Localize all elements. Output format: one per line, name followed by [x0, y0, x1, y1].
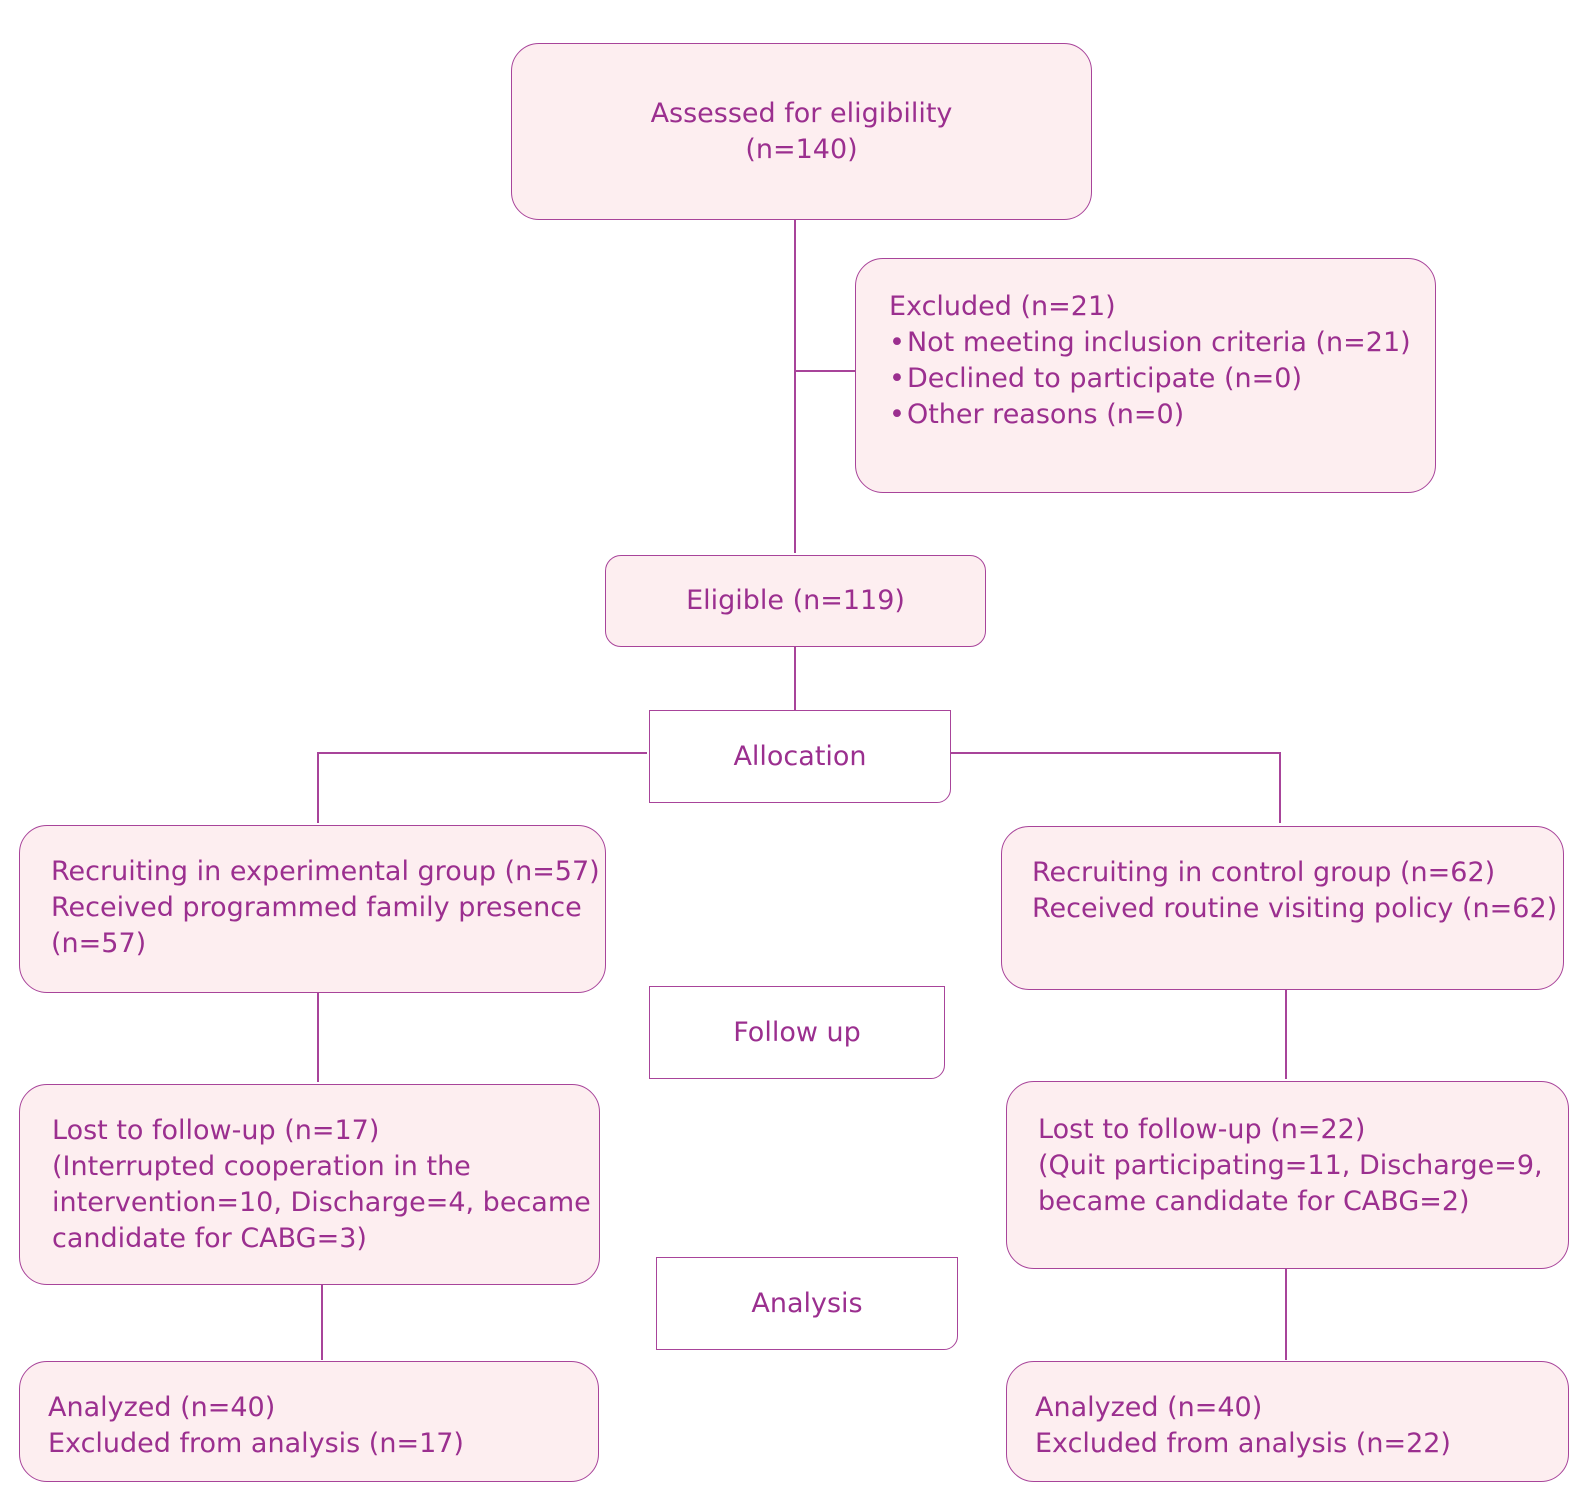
analysis-stage-label: Analysis	[656, 1257, 958, 1350]
excluded-item: Not meeting inclusion criteria (n=21)	[889, 325, 1435, 361]
connector-allocation-experimental	[317, 752, 647, 823]
exp-lost-line: (Interrupted cooperation in the	[52, 1151, 471, 1182]
control-recruiting-box: Recruiting in control group (n=62) Recei…	[1001, 826, 1564, 990]
ctrl-lost-line: became candidate for CABG=2)	[1038, 1186, 1470, 1217]
ctrl-analyzed-line: Excluded from analysis (n=22)	[1035, 1428, 1451, 1459]
eligible-label: Eligible (n=119)	[686, 585, 905, 616]
exp-lost-line: Lost to follow-up (n=17)	[52, 1115, 380, 1146]
eligible-box: Eligible (n=119)	[605, 555, 986, 647]
exp-analyzed-line: Analyzed (n=40)	[48, 1392, 276, 1423]
ctrl-lost-line: (Quit participating=11, Discharge=9,	[1038, 1150, 1543, 1181]
exp-lost-line: intervention=10, Discharge=4, became	[52, 1187, 591, 1218]
allocation-text: Allocation	[733, 741, 867, 772]
excluded-box: Excluded (n=21) Not meeting inclusion cr…	[855, 258, 1436, 493]
ctrl-recruit-line: Received routine visiting policy (n=62)	[1032, 893, 1558, 924]
excluded-item: Declined to participate (n=0)	[889, 361, 1435, 397]
analysis-text: Analysis	[751, 1288, 863, 1319]
exp-recruit-line: Received programmed family presence	[51, 892, 582, 923]
connector-allocation-control	[951, 752, 1281, 823]
assessed-title: Assessed for eligibility	[650, 97, 953, 129]
follow-up-stage-label: Follow up	[649, 986, 945, 1079]
exp-recruit-line: Recruiting in experimental group (n=57)	[51, 856, 600, 887]
follow-up-text: Follow up	[733, 1017, 861, 1048]
assessed-count: (n=140)	[745, 133, 858, 165]
control-analyzed-box: Analyzed (n=40) Excluded from analysis (…	[1006, 1361, 1569, 1482]
experimental-lost-box: Lost to follow-up (n=17) (Interrupted co…	[19, 1084, 600, 1285]
exp-recruit-line: (n=57)	[51, 928, 147, 959]
excluded-title: Excluded (n=21)	[889, 291, 1116, 322]
allocation-stage-label: Allocation	[649, 710, 951, 803]
exp-lost-line: candidate for CABG=3)	[52, 1223, 367, 1254]
control-lost-box: Lost to follow-up (n=22) (Quit participa…	[1006, 1081, 1569, 1269]
experimental-recruiting-box: Recruiting in experimental group (n=57) …	[19, 825, 606, 993]
assessed-box: Assessed for eligibility (n=140)	[511, 43, 1092, 220]
exp-analyzed-line: Excluded from analysis (n=17)	[48, 1428, 464, 1459]
ctrl-analyzed-line: Analyzed (n=40)	[1035, 1392, 1263, 1423]
ctrl-lost-line: Lost to follow-up (n=22)	[1038, 1114, 1366, 1145]
excluded-item: Other reasons (n=0)	[889, 397, 1435, 433]
experimental-analyzed-box: Analyzed (n=40) Excluded from analysis (…	[19, 1361, 599, 1482]
ctrl-recruit-line: Recruiting in control group (n=62)	[1032, 857, 1496, 888]
